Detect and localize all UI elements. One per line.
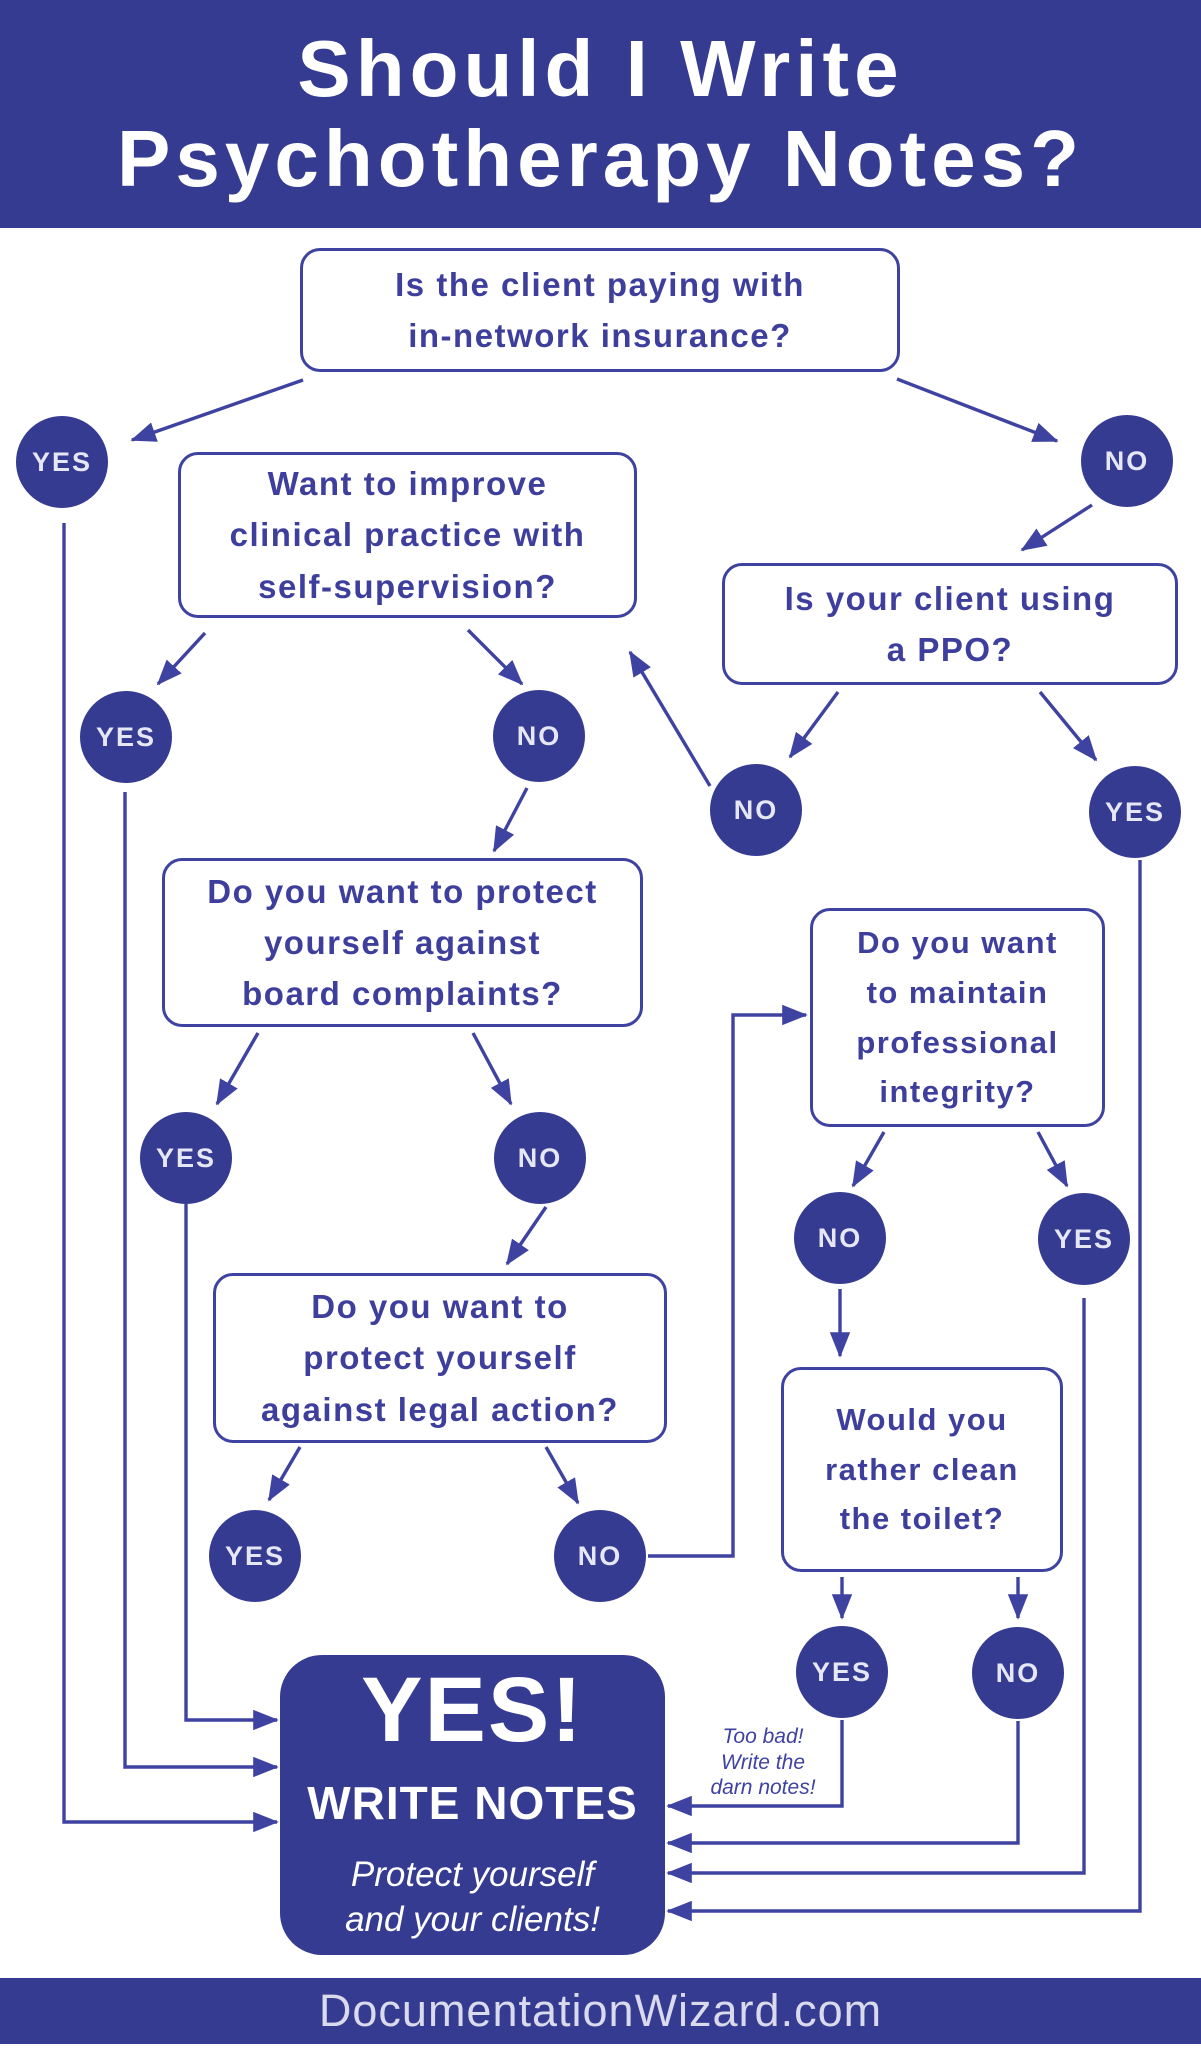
question-board-complaints: Do you want to protect yourself against … bbox=[162, 858, 643, 1027]
title-line-2: Psychotherapy Notes? bbox=[117, 114, 1084, 203]
node-ppo-yes: YES bbox=[1089, 766, 1181, 858]
node-legal-no: NO bbox=[554, 1510, 646, 1602]
title-banner: Should I Write Psychotherapy Notes? bbox=[0, 0, 1201, 228]
question-legal-action: Do you want to protect yourself against … bbox=[213, 1273, 667, 1443]
question-ppo: Is your client using a PPO? bbox=[722, 563, 1178, 685]
result-box: YES! WRITE NOTES Protect yourself and yo… bbox=[280, 1655, 665, 1955]
node-board-no: NO bbox=[494, 1112, 586, 1204]
node-supervision-no: NO bbox=[493, 690, 585, 782]
node-toilet-yes: YES bbox=[796, 1626, 888, 1718]
too-bad-note: Too bad! Write the darn notes! bbox=[710, 1725, 816, 1800]
node-ppo-no: NO bbox=[710, 764, 802, 856]
title-line-1: Should I Write bbox=[297, 23, 904, 113]
result-headline: YES! bbox=[361, 1658, 584, 1761]
node-insurance-no: NO bbox=[1081, 415, 1173, 507]
footer-bar: DocumentationWizard.com bbox=[0, 1978, 1201, 2044]
question-clean-toilet: Would you rather clean the toilet? bbox=[781, 1367, 1063, 1572]
node-supervision-yes: YES bbox=[80, 691, 172, 783]
question-self-supervision: Want to improve clinical practice with s… bbox=[178, 452, 637, 618]
node-board-yes: YES bbox=[140, 1112, 232, 1204]
question-professional-integrity: Do you want to maintain professional int… bbox=[810, 908, 1105, 1127]
node-integrity-no: NO bbox=[794, 1192, 886, 1284]
result-subhead: WRITE NOTES bbox=[307, 1776, 638, 1829]
result-note: Protect yourself and your clients! bbox=[345, 1854, 600, 1940]
node-legal-yes: YES bbox=[209, 1510, 301, 1602]
footer-url: DocumentationWizard.com bbox=[318, 1985, 883, 2036]
node-integrity-yes: YES bbox=[1038, 1193, 1130, 1285]
node-insurance-yes: YES bbox=[16, 416, 108, 508]
node-toilet-no: NO bbox=[972, 1627, 1064, 1719]
question-insurance: Is the client paying with in-network ins… bbox=[300, 248, 900, 372]
